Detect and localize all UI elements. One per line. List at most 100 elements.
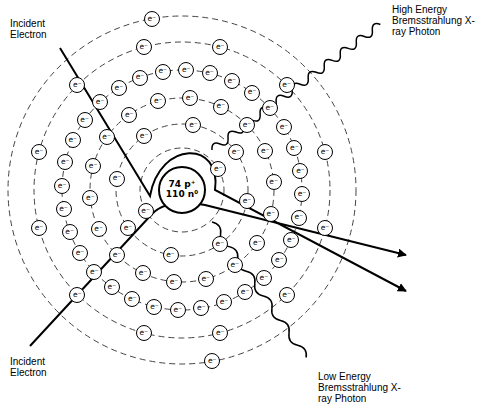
electron: e⁻ — [136, 39, 152, 55]
electron-label: e⁻ — [166, 251, 175, 259]
electron-label: e⁻ — [59, 205, 68, 213]
electron: e⁻ — [212, 325, 228, 341]
electron-label: e⁻ — [216, 43, 225, 51]
electron-label: e⁻ — [113, 251, 122, 259]
electron-label: e⁻ — [275, 256, 284, 264]
electron: e⁻ — [249, 235, 265, 251]
electron: e⁻ — [279, 77, 295, 93]
electron-label: e⁻ — [150, 303, 159, 311]
electron: e⁻ — [69, 287, 85, 303]
electron: e⁻ — [317, 220, 333, 236]
electron: e⁻ — [228, 144, 244, 160]
electron-label: e⁻ — [125, 111, 134, 119]
electron: e⁻ — [212, 236, 228, 252]
electron: e⁻ — [86, 264, 102, 280]
electron-label: e⁻ — [65, 228, 74, 236]
photon-wave — [209, 220, 309, 359]
electron: e⁻ — [82, 190, 98, 206]
electron-label: e⁻ — [260, 274, 269, 282]
electron: e⁻ — [135, 265, 151, 281]
electron-label: e⁻ — [115, 84, 124, 92]
electron: e⁻ — [182, 90, 198, 106]
electron-label: e⁻ — [158, 67, 167, 75]
electron-label: e⁻ — [243, 197, 252, 205]
electron: e⁻ — [271, 252, 287, 268]
electron: e⁻ — [257, 143, 273, 159]
electron: e⁻ — [111, 80, 127, 96]
electron: e⁻ — [155, 64, 171, 80]
electron-label: e⁻ — [96, 98, 105, 106]
electron-label: e⁻ — [94, 225, 103, 233]
electron: e⁻ — [85, 158, 101, 174]
electron-label: e⁻ — [208, 357, 217, 365]
electron-label: e⁻ — [287, 236, 296, 244]
electron: e⁻ — [62, 224, 78, 240]
electron: e⁻ — [216, 294, 232, 310]
electron: e⁻ — [227, 257, 243, 273]
electron: e⁻ — [237, 284, 253, 300]
electron: e⁻ — [256, 270, 272, 286]
electron-label: e⁻ — [241, 288, 250, 296]
electron: e⁻ — [150, 93, 166, 109]
photon-wave — [210, 21, 383, 153]
electron: e⁻ — [72, 245, 88, 261]
electron: e⁻ — [239, 193, 255, 209]
electron-label: e⁻ — [139, 269, 148, 277]
nucleus: 74 p⁺ 110 n⁰ — [158, 166, 206, 214]
electron-label: e⁻ — [61, 158, 70, 166]
electron-label: e⁻ — [282, 81, 291, 89]
electron: e⁻ — [239, 117, 255, 133]
electron: e⁻ — [138, 203, 154, 219]
electron-label: e⁻ — [128, 295, 137, 303]
label-text: Low Energy Bremsstrahlung X-ray Photon — [318, 371, 410, 404]
electron: e⁻ — [185, 117, 201, 133]
electron-label: e⁻ — [139, 329, 148, 337]
electron-label: e⁻ — [108, 283, 117, 291]
electron-label: e⁻ — [295, 213, 304, 221]
electron: e⁻ — [198, 271, 214, 287]
electron-label: e⁻ — [253, 239, 262, 247]
electron: e⁻ — [193, 300, 209, 316]
electron-shell — [62, 70, 302, 310]
electron: e⁻ — [144, 11, 160, 27]
electron: e⁻ — [56, 201, 72, 217]
electron: e⁻ — [91, 221, 107, 237]
electron-label: e⁻ — [90, 268, 99, 276]
electron-label: e⁻ — [269, 178, 278, 186]
electron-path — [60, 48, 406, 291]
electron-label: e⁻ — [227, 77, 236, 85]
incident-electron-label: Incident Electron — [10, 356, 64, 378]
electron: e⁻ — [31, 144, 47, 160]
electron-label: e⁻ — [230, 261, 239, 269]
electron: e⁻ — [136, 128, 152, 144]
electron-label: e⁻ — [154, 97, 163, 105]
electron-shell — [8, 16, 356, 364]
electron-label: e⁻ — [189, 121, 198, 129]
electron-label: e⁻ — [140, 132, 149, 140]
electron: e⁻ — [204, 353, 220, 369]
electron-label: e⁻ — [73, 291, 82, 299]
electron: e⁻ — [109, 171, 125, 187]
electron-label: e⁻ — [296, 167, 305, 175]
electron-shell — [116, 124, 248, 256]
electron: e⁻ — [262, 100, 278, 116]
electron: e⁻ — [292, 163, 308, 179]
electron: e⁻ — [57, 154, 73, 170]
photon-label: Low Energy Bremsstrahlung X-ray Photon — [318, 371, 410, 404]
electron: e⁻ — [54, 178, 70, 194]
electron-label: e⁻ — [69, 136, 78, 144]
electron-label: e⁻ — [124, 224, 133, 232]
electron-label: e⁻ — [267, 210, 276, 218]
electron: e⁻ — [276, 119, 292, 135]
electron-label: e⁻ — [216, 329, 225, 337]
electron-label: e⁻ — [170, 278, 179, 286]
electron: e⁻ — [163, 247, 179, 263]
electron: e⁻ — [291, 210, 307, 226]
photon-label: High Energy Bremsstrahlung X-ray Photon — [392, 4, 482, 37]
electron: e⁻ — [121, 107, 137, 123]
electron-label: e⁻ — [282, 291, 291, 299]
electron: e⁻ — [286, 140, 302, 156]
label-text: High Energy Bremsstrahlung X-ray Photon — [392, 4, 482, 37]
electron: e⁻ — [202, 65, 218, 81]
